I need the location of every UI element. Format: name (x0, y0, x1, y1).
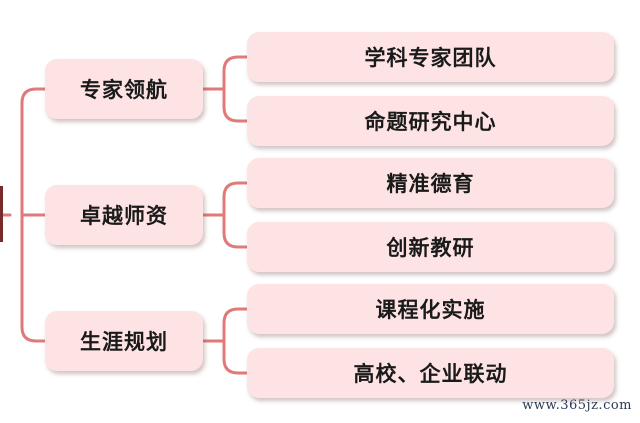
item-label: 命题研究中心 (364, 110, 497, 134)
item-label: 学科专家团队 (364, 46, 497, 70)
item-innovative-teaching-research: 创新教研 (247, 222, 614, 272)
root-edge-mark (0, 186, 3, 242)
group1-bracket (222, 55, 249, 123)
watermark-text: www.365jz.com (522, 398, 632, 413)
item-label: 课程化实施 (375, 298, 486, 322)
item-university-enterprise-linkage: 高校、企业联动 (247, 348, 614, 398)
item-label: 创新教研 (386, 236, 475, 260)
category-excellent-faculty: 卓越师资 (45, 185, 203, 245)
category-label: 专家领航 (80, 78, 168, 102)
item-label: 精准德育 (386, 172, 475, 196)
category-career-planning: 生涯规划 (45, 311, 203, 371)
category-expert-guidance: 专家领航 (45, 59, 203, 119)
group2-bracket (222, 181, 249, 249)
item-curriculum-implementation: 课程化实施 (247, 284, 614, 334)
category-label: 卓越师资 (80, 204, 168, 228)
item-label: 高校、企业联动 (353, 362, 508, 386)
item-precise-moral-education: 精准德育 (247, 158, 614, 208)
group3-bracket (222, 307, 249, 375)
item-exam-research-center: 命题研究中心 (247, 96, 614, 146)
item-subject-expert-team: 学科专家团队 (247, 32, 614, 82)
category-label: 生涯规划 (80, 330, 168, 354)
